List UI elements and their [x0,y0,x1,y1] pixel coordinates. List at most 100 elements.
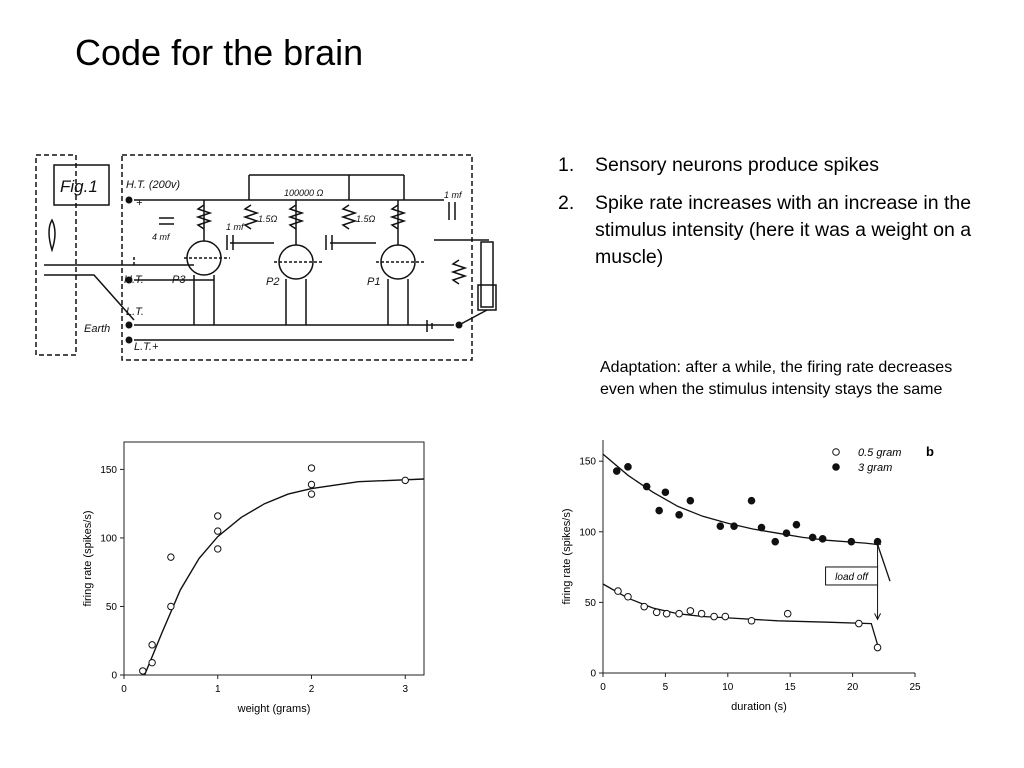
key-points-list: 1. Sensory neurons produce spikes 2. Spi… [558,152,998,282]
list-item: 1. Sensory neurons produce spikes [558,152,998,179]
data-point [167,553,175,561]
fit-curve [143,478,425,676]
fit-curve-three-gram [602,453,891,582]
arrow-head [874,537,882,546]
data-point [847,537,856,546]
data-point [655,506,663,515]
panel-label: b [926,444,934,459]
list-text: Sensory neurons produce spikes [595,154,879,176]
data-point [873,643,882,652]
data-point [792,520,801,529]
x-tick-label: 25 [909,682,921,693]
data-point [716,522,725,530]
list-number: 1. [558,154,575,176]
data-point [640,602,648,611]
data-point [730,522,738,530]
y-tick-label: 100 [579,527,596,538]
label-cap-b: 1 mf [444,190,463,200]
x-tick-label: 20 [847,682,859,693]
y-tick-label: 0 [111,671,117,682]
x-axis-label: duration (s) [731,701,787,713]
data-point [818,535,827,543]
x-tick-label: 0 [121,684,127,695]
data-point [214,512,222,520]
data-point [652,608,661,617]
y-axis-label: firing rate (spikes/s) [561,509,573,605]
y-tick-label: 0 [590,669,596,680]
data-point [661,488,670,497]
y-tick-label: 150 [579,457,596,468]
fit-curve-half-gram [602,583,879,645]
list-number: 2. [558,192,575,214]
data-point [710,612,718,621]
data-point [721,612,730,621]
label-cap-a: 1 mf [226,222,245,232]
label-lt-plus: L.T.+ [134,341,159,353]
data-point [686,496,695,505]
data-point [757,523,766,532]
x-axis-label: weight (grams) [237,703,311,715]
data-point [624,463,632,471]
list-item: 2. Spike rate increases with an increase… [558,190,998,271]
label-ht-minus: H.T. [124,274,144,286]
legend-label: 0.5 gram [858,447,901,459]
y-tick-label: 150 [100,465,117,476]
label-plus: + [136,197,143,209]
data-point [782,529,791,537]
circuit-diagram: Fig.1 H.T. (200v) + H.T. L.T. L.T.+ Eart… [35,154,497,361]
arrow-head [874,613,882,621]
x-tick-label: 2 [309,684,315,695]
x-tick-label: 1 [215,684,221,695]
data-point [675,609,683,618]
label-cap-c: 4 mf [152,232,171,242]
data-point [214,527,222,535]
y-tick-label: 100 [100,533,117,544]
adaptation-chart: 0 5 10 15 20 25 0 50 100 150 duration (s) firing ra… [561,440,934,713]
data-point [783,609,792,618]
label-resistor-100k: 100000 Ω [284,188,324,198]
annotation-label: load off [835,572,869,583]
x-tick-label: 5 [663,682,669,693]
weight-firing-chart: 0 1 2 3 0 50 100 150 weight (grams) firing rate (… [82,441,425,715]
legend-marker [832,448,840,456]
legend-label: 3 gram [858,462,892,474]
fig-label: Fig.1 [60,177,98,196]
data-point [642,482,651,491]
x-tick-label: 3 [402,684,408,695]
data-point [148,641,156,649]
slide-title: Code for the brain [75,32,364,73]
data-point [747,616,756,625]
y-tick-label: 50 [585,598,597,609]
data-point [148,658,156,667]
label-lt: L.T. [126,306,144,318]
x-tick-label: 0 [600,682,606,693]
data-point [747,496,756,505]
y-tick-label: 50 [106,602,118,613]
data-point [808,533,817,542]
data-point [662,609,671,618]
label-resistor-a: 1.5Ω [258,214,278,224]
y-axis-label: firing rate (spikes/s) [82,511,94,607]
data-point [307,464,316,472]
adaptation-note: Adaptation: after a while, the firing ra… [600,359,953,398]
data-point [307,480,316,489]
data-point [624,592,632,601]
x-tick-label: 15 [785,682,797,693]
data-point [401,476,409,485]
data-point [167,602,175,611]
data-point [307,490,316,498]
legend-marker [832,463,840,471]
data-point [214,545,222,553]
label-ht-200v: H.T. (200v) [126,179,180,191]
x-tick-label: 10 [722,682,734,693]
label-p2: P2 [266,276,279,288]
label-earth: Earth [84,323,110,335]
data-point [675,511,683,519]
data-point [697,609,706,618]
list-text: Spike rate increases with an increase in… [595,192,972,268]
annotation-box [825,566,879,586]
data-point [686,607,695,615]
label-resistor-b: 1.5Ω [356,214,376,224]
plot-frame [123,441,425,676]
data-point [612,467,621,475]
